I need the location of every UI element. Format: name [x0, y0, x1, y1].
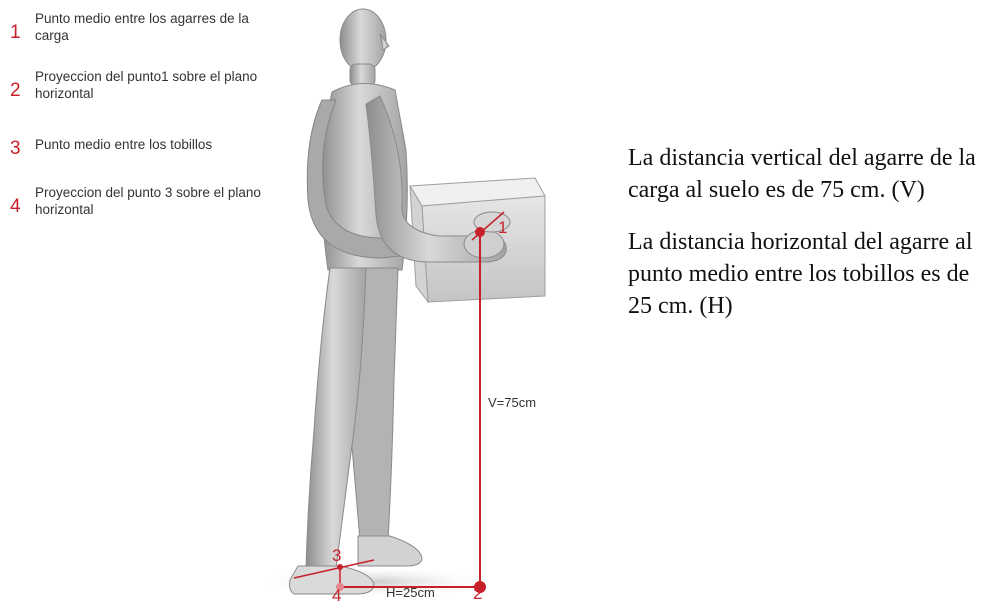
ankle-axis-line	[293, 559, 375, 579]
head	[339, 8, 390, 87]
legend-text: Proyeccion del punto 3 sobre el plano ho…	[35, 185, 261, 217]
point-2-marker	[474, 581, 486, 593]
figure-illustration	[270, 8, 546, 598]
legend-item-3: 3 Punto medio entre los tobillos	[8, 124, 283, 182]
point-3-marker	[337, 564, 343, 570]
legend-item-4: 4 Proyeccion del punto 3 sobre el plano …	[8, 182, 283, 240]
vertical-distance-label: V=75cm	[488, 395, 537, 410]
legend-number: 1	[10, 22, 21, 43]
grip-axis-line	[471, 211, 505, 241]
point-1-label: 1	[498, 218, 508, 237]
legend-text: Punto medio entre los agarres de la carg…	[35, 11, 249, 43]
description: La distancia vertical del agarre de la c…	[628, 142, 988, 342]
back-shoe	[357, 535, 423, 567]
legend-number: 2	[10, 80, 21, 101]
legend-text: Proyeccion del punto1 sobre el plano hor…	[35, 69, 258, 101]
point-4-label: 4	[332, 586, 342, 605]
horizontal-distance-description: La distancia horizontal del agarre al pu…	[628, 229, 973, 319]
legend-text: Punto medio entre los tobillos	[35, 137, 213, 152]
legend-item-2: 2 Proyeccion del punto1 sobre el plano h…	[8, 66, 283, 124]
vertical-distance-description: La distancia vertical del agarre de la c…	[628, 145, 976, 203]
legend-item-1: 1 Punto medio entre los agarres de la ca…	[8, 8, 283, 66]
legend-number: 3	[10, 138, 21, 159]
point-2-label: 2	[473, 584, 483, 603]
legend: 1 Punto medio entre los agarres de la ca…	[8, 8, 283, 240]
horizontal-distance-label: H=25cm	[386, 585, 435, 600]
lifting-figure: 1 V=75cm 3 4 H=25cm 2	[270, 0, 590, 605]
point-4-marker	[336, 583, 344, 591]
legend-number: 4	[10, 196, 21, 217]
point-3-label: 3	[332, 546, 342, 565]
front-arm	[365, 95, 507, 263]
